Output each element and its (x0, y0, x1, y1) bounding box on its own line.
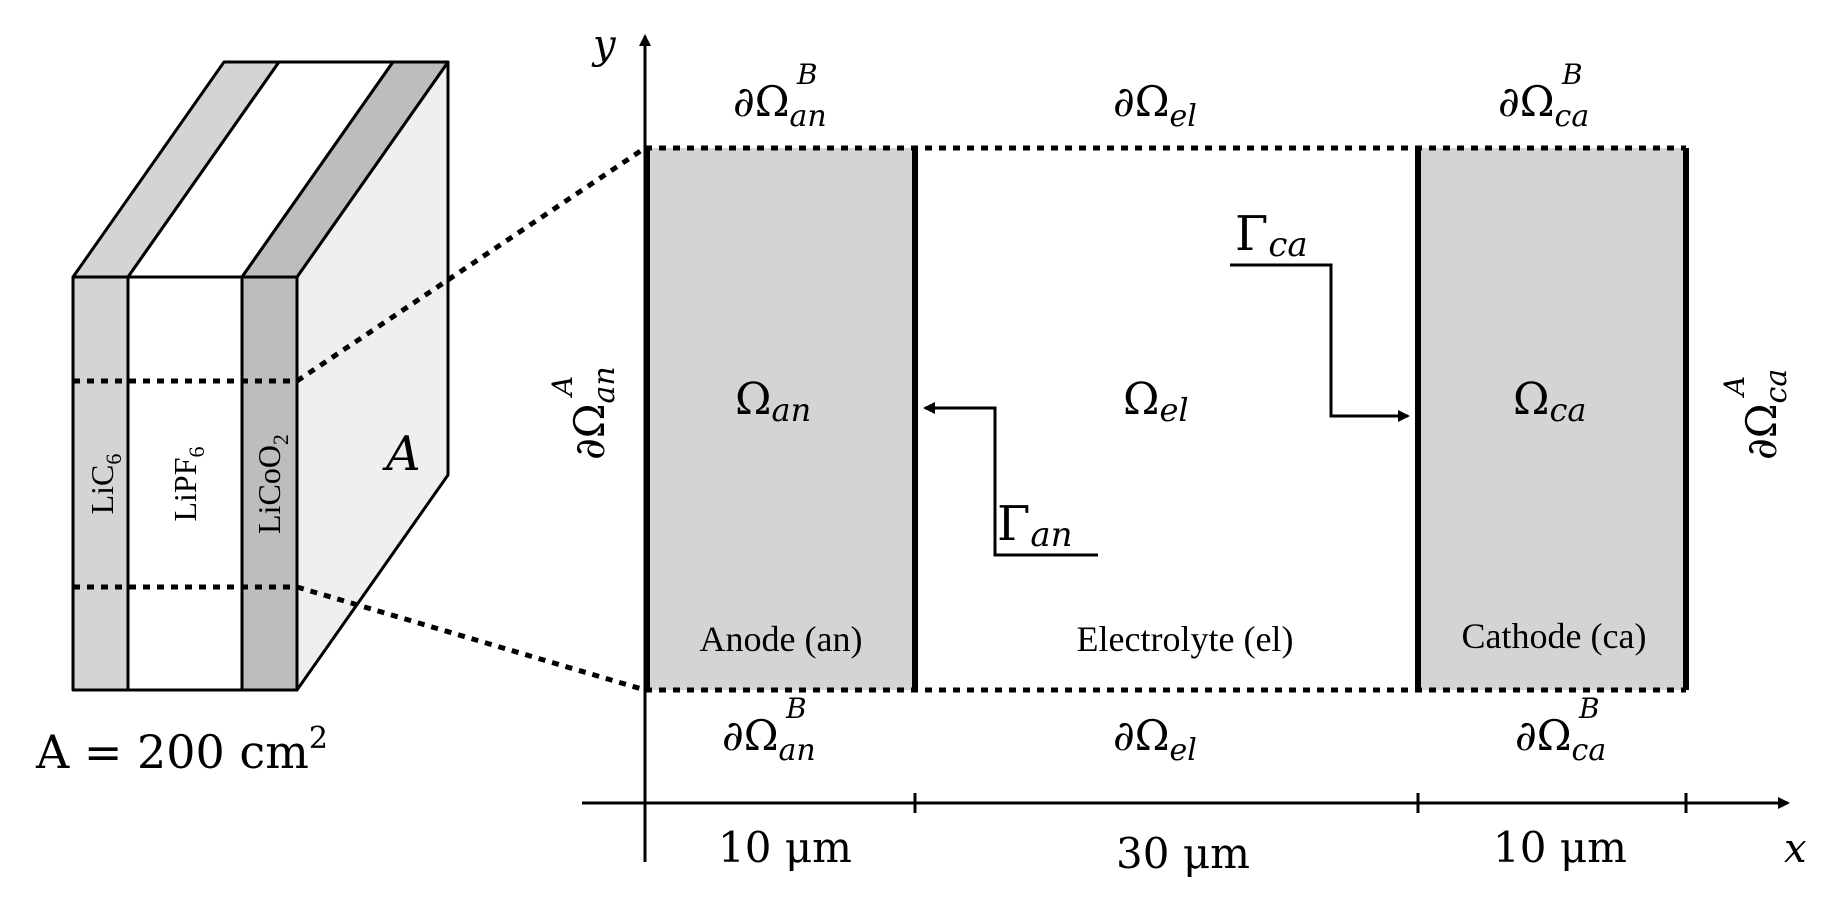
dimension-anode: 10 μm (718, 823, 852, 872)
svg-text:A: A (1718, 376, 1751, 399)
svg-text:∂Ωca: ∂Ωca (1737, 369, 1794, 460)
y-axis-label: y (591, 22, 617, 68)
layer-label-cathode: LiCoO2 (251, 434, 293, 534)
interface-label-cathode: Γca (1235, 206, 1308, 265)
projection-line-bottom (296, 584, 646, 693)
svg-text:∂Ωan: ∂Ωan (565, 366, 622, 460)
face-area-symbol: A (382, 426, 421, 482)
region-symbol-cathode: Ωca (1513, 374, 1586, 429)
dimension-cathode: 10 μm (1493, 823, 1627, 872)
boundary-label-cathode-bottom-sup: B (1578, 692, 1600, 725)
boundary-label-cathode-top-sup: B (1561, 58, 1583, 91)
boundary-label-cathode-top: ∂Ωca (1498, 77, 1589, 134)
layer-label-anode: LiC6 (84, 454, 126, 515)
anode-region (645, 148, 915, 690)
cell-front-anode (71, 275, 130, 692)
boundary-label-anode-bottom: ∂Ωan (722, 711, 816, 768)
layer-label-electrolyte: LiPF6 (167, 446, 209, 521)
battery-cell-3d (71, 60, 450, 692)
boundary-label-anode-left: ∂Ωan A (546, 366, 622, 460)
boundary-label-cathode-bottom: ∂Ωca (1515, 711, 1606, 768)
region-name-cathode: Cathode (ca) (1462, 616, 1647, 656)
region-symbol-anode: Ωan (735, 374, 811, 429)
boundary-label-anode-bottom-sup: B (785, 692, 807, 725)
boundary-label-anode-top: ∂Ωan (733, 77, 827, 134)
svg-text:A: A (546, 376, 579, 399)
cell-front-cathode (240, 275, 299, 692)
interface-label-anode: Γan (997, 496, 1072, 555)
interface-arrow-cathode (1230, 263, 1410, 422)
region-name-electrolyte: Electrolyte (el) (1077, 619, 1294, 659)
region-name-anode: Anode (an) (700, 619, 863, 659)
cell-front-electrolyte (126, 275, 244, 692)
interface-arrow-anode (923, 402, 1098, 557)
area-caption: A = 200 cm2 (35, 721, 328, 779)
boundary-label-anode-top-sup: B (796, 58, 818, 91)
boundary-label-electrolyte-bottom: ∂Ωel (1113, 711, 1197, 768)
cathode-region (1418, 148, 1686, 690)
boundary-label-electrolyte-top: ∂Ωel (1113, 77, 1197, 134)
region-symbol-electrolyte: Ωel (1123, 374, 1189, 429)
x-axis-label: x (1784, 826, 1807, 872)
boundary-label-cathode-right: ∂Ωca A (1718, 369, 1794, 460)
dimension-electrolyte: 30 μm (1116, 829, 1250, 878)
